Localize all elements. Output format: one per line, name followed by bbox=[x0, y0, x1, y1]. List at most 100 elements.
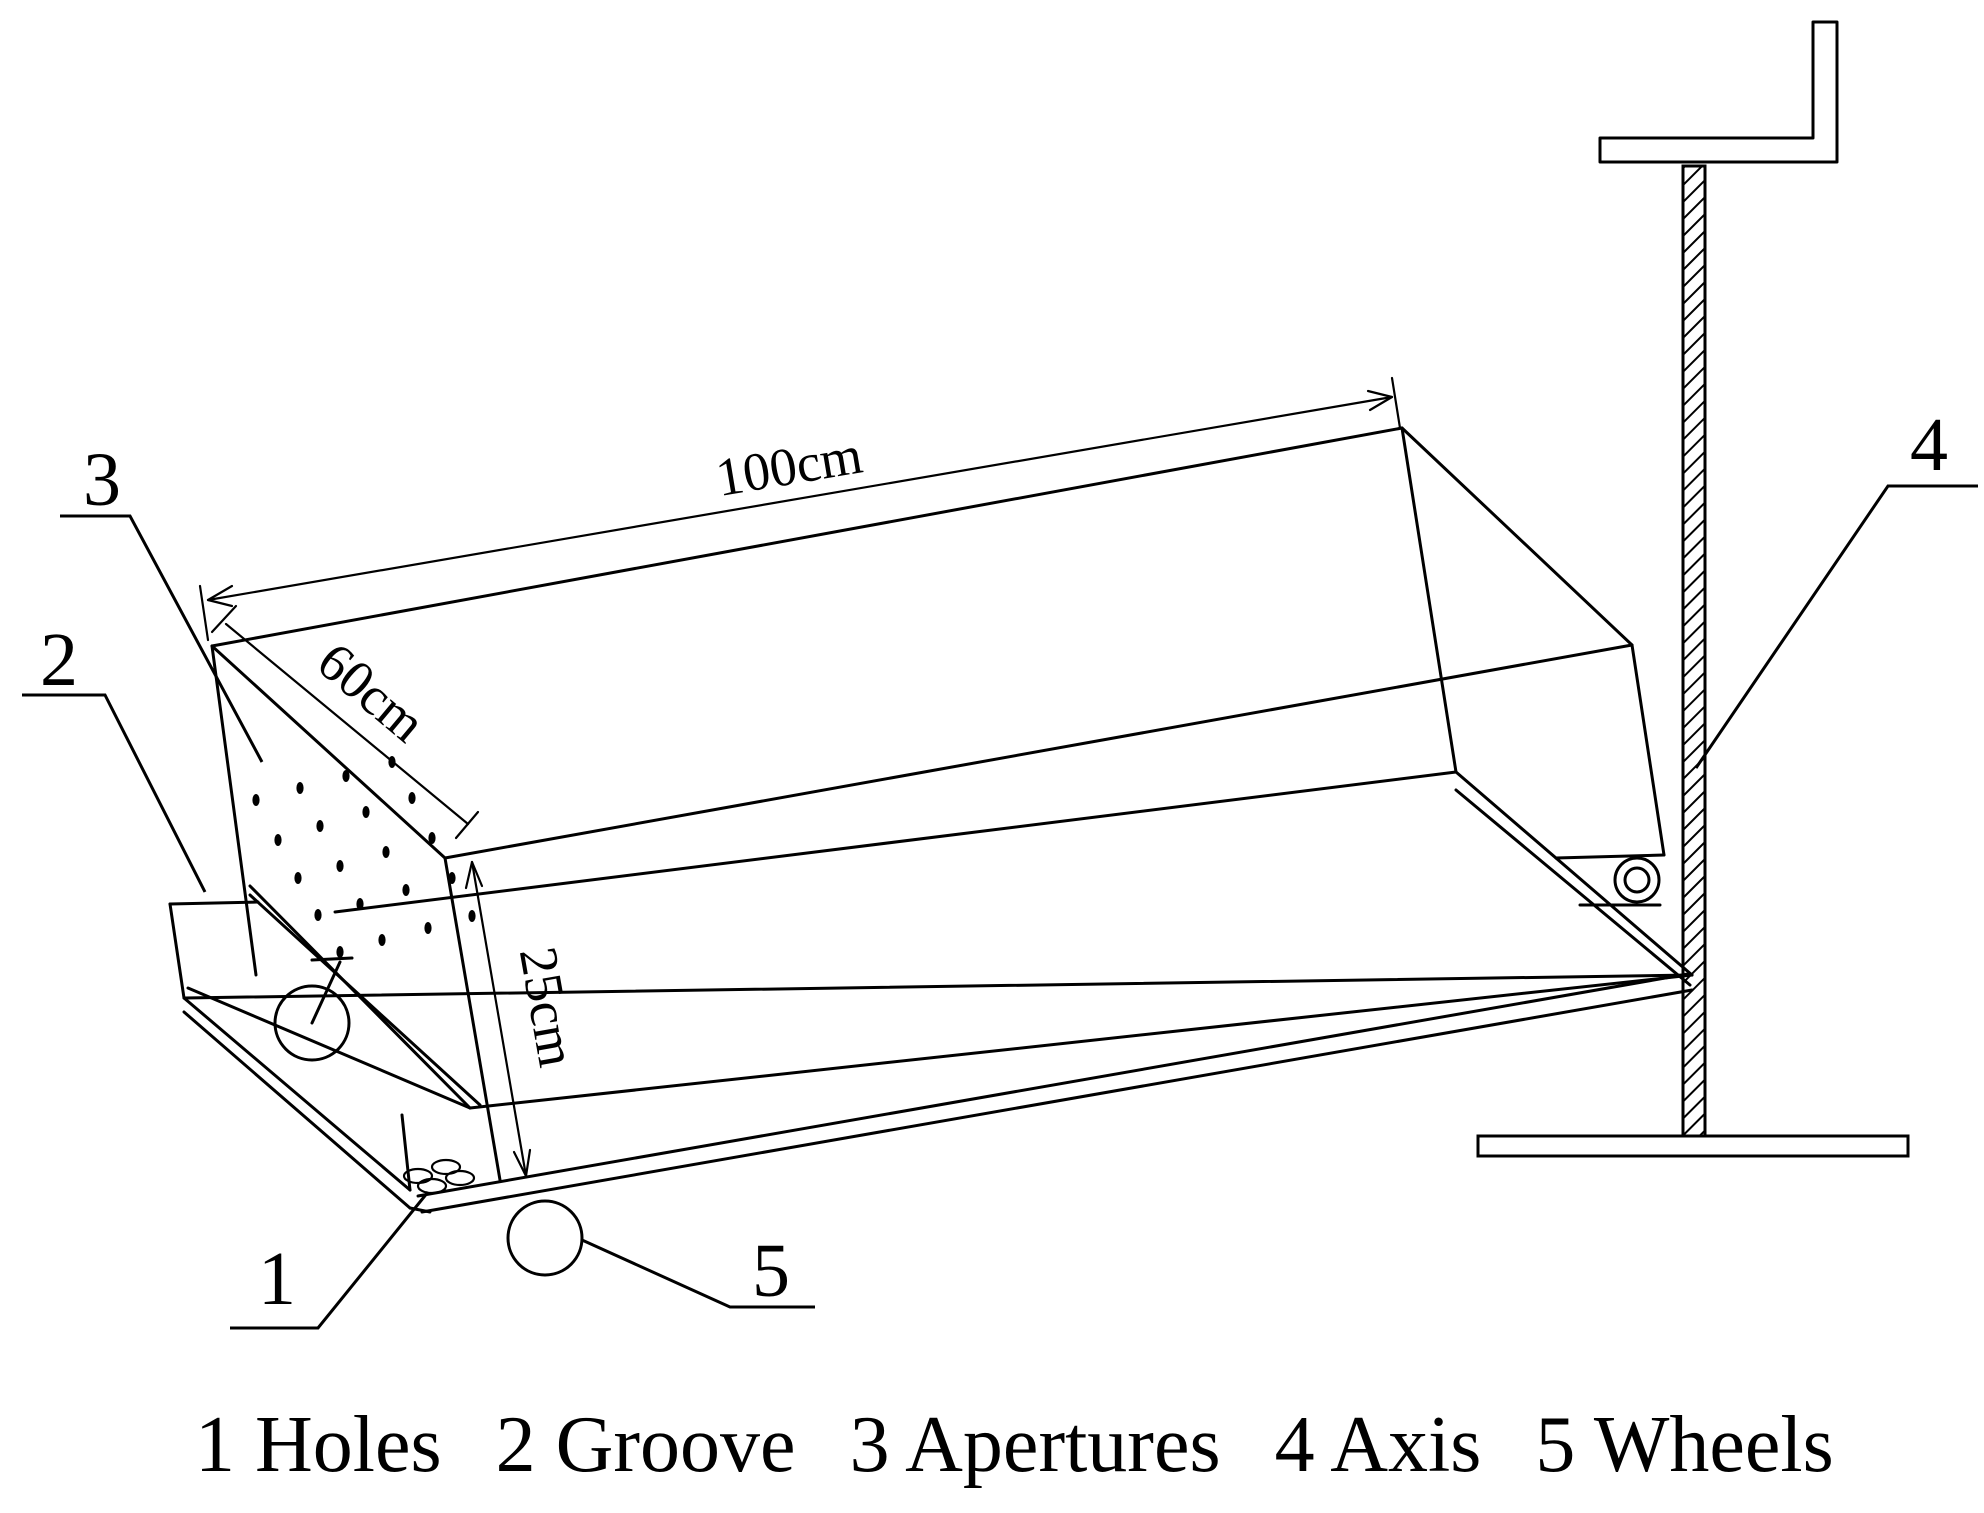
legend-item-groove: 2 Groove bbox=[496, 1401, 796, 1489]
wheel-front bbox=[506, 1199, 584, 1277]
legend-name: Axis bbox=[1330, 1401, 1482, 1489]
aperture-hole bbox=[408, 792, 416, 804]
leader-lines bbox=[22, 484, 1978, 1330]
leader-part-2 bbox=[22, 693, 207, 893]
wheel-rear bbox=[273, 984, 351, 1062]
box-floor-right-bottom bbox=[1454, 788, 1692, 987]
dim-length-tick-left bbox=[198, 584, 210, 642]
aperture-hole bbox=[336, 860, 344, 872]
box-axis-link bbox=[1554, 853, 1666, 860]
leader-part-3 bbox=[60, 514, 264, 763]
aperture-hole bbox=[252, 794, 260, 806]
part-label-5: 5 bbox=[752, 1229, 790, 1313]
box-top-left-edge bbox=[210, 644, 447, 860]
dim-width-tick-right bbox=[454, 810, 480, 840]
aperture-hole bbox=[342, 770, 350, 782]
box-back-right-vertical bbox=[1400, 426, 1458, 774]
groove-front-vertical bbox=[400, 1113, 412, 1192]
aperture-hole bbox=[274, 834, 282, 846]
drain-hole bbox=[430, 1158, 462, 1176]
drain-holes bbox=[402, 1158, 476, 1195]
aperture-hole bbox=[356, 898, 364, 910]
aperture-hole bbox=[448, 872, 456, 884]
dim-height-arrow-bottom bbox=[512, 1148, 532, 1178]
dim-width-tick-left bbox=[210, 604, 238, 634]
box-front-right-vertical bbox=[1630, 643, 1666, 857]
dim-height-line bbox=[470, 860, 528, 1178]
box-top-front-edge bbox=[443, 643, 1634, 860]
stand bbox=[1476, 20, 1910, 1158]
aperture-hole bbox=[336, 946, 344, 958]
part-label-4: 4 bbox=[1910, 403, 1948, 487]
box-mid-ledge-right bbox=[1454, 770, 1694, 977]
wheels bbox=[273, 856, 1661, 1277]
legend-name: Wheels bbox=[1593, 1401, 1834, 1489]
legend-name: Groove bbox=[555, 1401, 796, 1489]
aperture-hole bbox=[428, 832, 436, 844]
legend-number: 2 bbox=[495, 1401, 536, 1489]
groove-top-back bbox=[168, 900, 260, 906]
dim-width-line bbox=[224, 622, 470, 826]
drain-hole bbox=[416, 1177, 448, 1195]
part-label-1: 1 bbox=[258, 1237, 296, 1321]
legend-number: 5 bbox=[1535, 1401, 1576, 1489]
groove-back-vertical bbox=[168, 902, 186, 1000]
aperture-hole bbox=[314, 909, 322, 921]
legend-name: Apertures bbox=[905, 1401, 1221, 1489]
tilted-box bbox=[183, 426, 1694, 1214]
leader-part-1 bbox=[230, 1191, 430, 1330]
aperture-hole bbox=[382, 846, 390, 858]
groove bbox=[168, 900, 472, 1214]
groove-inner-top bbox=[186, 986, 472, 1110]
axis-pivot-inner bbox=[1623, 866, 1651, 894]
stand-top-bracket bbox=[1598, 20, 1839, 164]
dim-height-arrow-top bbox=[464, 860, 484, 890]
box-top-right-edge bbox=[1400, 426, 1634, 647]
aperture-hole bbox=[424, 922, 432, 934]
groove-bottom-left-outer bbox=[182, 1010, 412, 1210]
legend-number: 3 bbox=[849, 1401, 890, 1489]
part-label-2: 2 bbox=[40, 618, 78, 702]
box-top-back-edge bbox=[210, 426, 1404, 648]
box-floor-front bbox=[420, 988, 1694, 1214]
groove-bottom-left bbox=[182, 996, 412, 1192]
box-mid-ledge-front bbox=[468, 973, 1694, 1110]
leader-part-4 bbox=[1694, 484, 1978, 769]
legend-item-holes: 1 Holes bbox=[195, 1401, 442, 1489]
part-label-3: 3 bbox=[83, 438, 121, 522]
dim-length-arrow-left bbox=[206, 584, 234, 608]
box-back-left-vertical bbox=[210, 644, 258, 977]
leader-part-5 bbox=[581, 1238, 815, 1309]
aperture-hole bbox=[402, 884, 410, 896]
drain-hole bbox=[444, 1169, 476, 1187]
legend-number: 1 bbox=[195, 1401, 235, 1489]
legend-item-axis: 4 Axis bbox=[1275, 1401, 1482, 1489]
dimension-lines bbox=[198, 376, 1402, 1178]
aperture-holes bbox=[252, 756, 476, 958]
legend: 1 Holes 2 Groove 3 Apertures 4 Axis 5 Wh… bbox=[195, 1395, 1955, 1495]
aperture-hole bbox=[296, 782, 304, 794]
aperture-hole bbox=[468, 910, 476, 922]
dim-length-line bbox=[206, 395, 1394, 602]
dim-length-tick-right bbox=[1390, 376, 1402, 430]
aperture-hole bbox=[362, 806, 370, 818]
legend-name: Holes bbox=[255, 1401, 442, 1489]
box-floor-front-lower bbox=[416, 972, 1690, 1198]
apertures-panel-inner-divider bbox=[248, 893, 482, 1107]
dimension-length-label: 100cm bbox=[712, 425, 867, 508]
box-front-left-vertical bbox=[443, 856, 502, 1182]
dimension-width-label: 60cm bbox=[306, 631, 436, 754]
dimension-height-label: 25cm bbox=[508, 943, 588, 1072]
legend-item-wheels: 5 Wheels bbox=[1535, 1401, 1833, 1489]
aperture-hole bbox=[316, 820, 324, 832]
apertures-panel bbox=[248, 756, 482, 1107]
legend-item-apertures: 3 Apertures bbox=[850, 1401, 1221, 1489]
aperture-hole bbox=[378, 934, 386, 946]
aperture-hole bbox=[294, 872, 302, 884]
wheel-rear-bracket bbox=[310, 956, 354, 1025]
dim-length-arrow-right bbox=[1366, 389, 1394, 412]
stand-base-plate bbox=[1476, 1134, 1910, 1158]
box-mid-ledge-back bbox=[333, 770, 1458, 914]
axis-pivot-outer bbox=[1613, 856, 1661, 904]
